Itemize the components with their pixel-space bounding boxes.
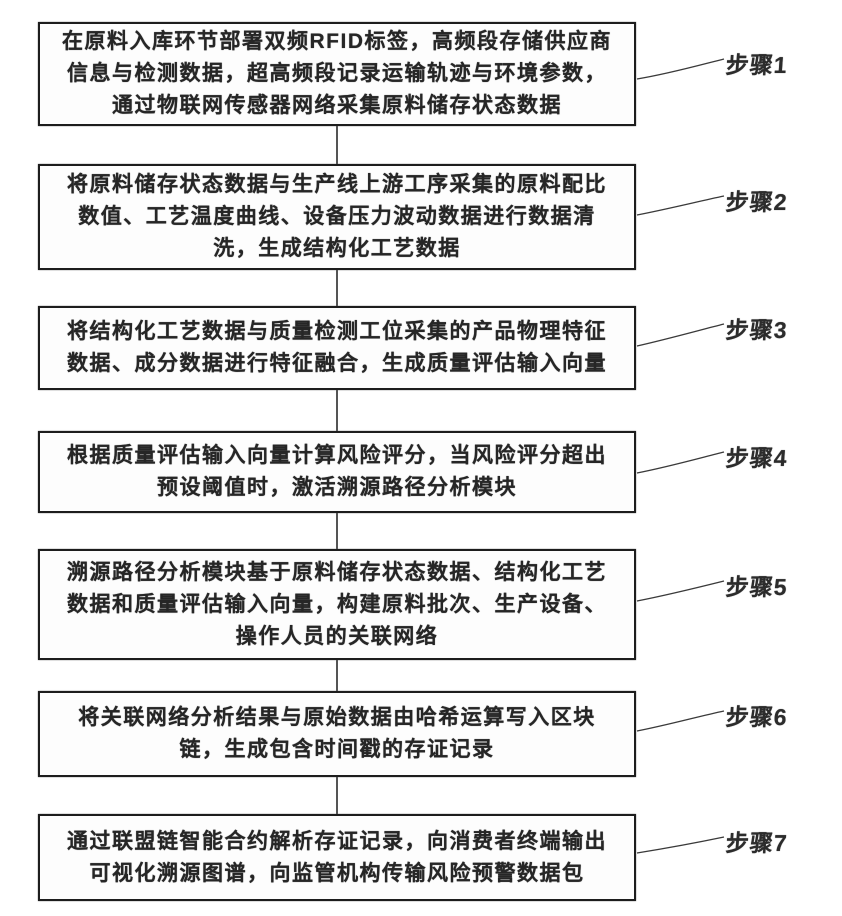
flow-box-step-3: 将结构化工艺数据与质量检测工位采集的产品物理特征 数据、成分数据进行特征融合，生… xyxy=(38,306,636,390)
step-label-3: 步骤3 xyxy=(724,317,789,343)
step-label-1: 步骤1 xyxy=(724,52,789,78)
flow-box-step-7: 通过联盟链智能合约解析存证记录，向消费者终端输出 可视化溯源图谱，向监管机构传输… xyxy=(38,814,636,901)
step-4-text: 根据质量评估输入向量计算风险评分，当风险评分超出 预设阈值时，激活溯源路径分析模… xyxy=(67,444,607,499)
leader-line-step-3 xyxy=(636,323,725,347)
flow-box-step-6: 将关联网络分析结果与原始数据由哈希运算写入区块 链，生成包含时间戳的存证记录 xyxy=(38,691,636,777)
step-label-2: 步骤2 xyxy=(724,189,789,215)
leader-line-step-5 xyxy=(636,580,725,602)
flow-box-step-4: 根据质量评估输入向量计算风险评分，当风险评分超出 预设阈值时，激活溯源路径分析模… xyxy=(38,431,636,513)
step-6-text: 将关联网络分析结果与原始数据由哈希运算写入区块 链，生成包含时间戳的存证记录 xyxy=(78,706,596,761)
step-3-text: 将结构化工艺数据与质量检测工位采集的产品物理特征 数据、成分数据进行特征融合，生… xyxy=(67,320,607,375)
step-1-text: 在原料入库环节部署双频RFID标签，高频段存储供应商 信息与检测数据，超高频段记… xyxy=(62,30,612,117)
leader-line-step-1 xyxy=(636,58,725,80)
flow-box-step-1: 在原料入库环节部署双频RFID标签，高频段存储供应商 信息与检测数据，超高频段记… xyxy=(38,22,636,126)
leader-line-step-2 xyxy=(636,195,725,216)
step-label-6: 步骤6 xyxy=(724,704,789,730)
step-label-5: 步骤5 xyxy=(724,574,789,600)
step-2-text: 将原料储存状态数据与生产线上游工序采集的原料配比 数值、工艺温度曲线、设备压力波… xyxy=(67,173,607,260)
flow-box-step-5: 溯源路径分析模块基于原料储存状态数据、结构化工艺 数据和质量评估输入向量，构建原… xyxy=(38,549,636,660)
step-label-7: 步骤7 xyxy=(724,830,789,856)
step-7-text: 通过联盟链智能合约解析存证记录，向消费者终端输出 可视化溯源图谱，向监管机构传输… xyxy=(67,829,607,885)
step-5-text: 溯源路径分析模块基于原料储存状态数据、结构化工艺 数据和质量评估输入向量，构建原… xyxy=(67,560,607,648)
leader-line-step-7 xyxy=(636,836,725,854)
leader-line-step-6 xyxy=(636,710,725,732)
leader-line-step-4 xyxy=(636,451,725,474)
flow-box-step-2: 将原料储存状态数据与生产线上游工序采集的原料配比 数值、工艺温度曲线、设备压力波… xyxy=(38,164,636,270)
step-label-4: 步骤4 xyxy=(724,445,789,471)
